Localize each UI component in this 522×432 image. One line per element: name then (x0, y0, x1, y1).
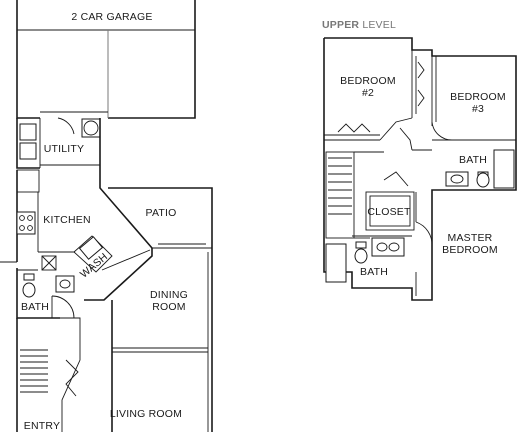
bedroom2-label-line2: #2 (362, 87, 374, 99)
bath-sink-icon (55, 275, 75, 293)
master-toilet-icon (354, 248, 368, 264)
dining-label-line1: DINING (150, 289, 188, 301)
lower-level-plan (0, 0, 213, 432)
bedroom3-walls (431, 56, 516, 141)
lower-stairs (0, 261, 81, 432)
stove-icon (16, 211, 36, 235)
upper-level-title: UPPER LEVEL (322, 19, 396, 31)
master-bath (325, 235, 412, 283)
master-bath-label: BATH (360, 266, 388, 278)
bedroom3-label-line1: BEDROOM (450, 91, 506, 103)
bath-label: BATH (21, 301, 49, 313)
double-vanity-icon (371, 237, 405, 257)
upper-bath-walls (445, 149, 515, 189)
upper-level-title-bold: UPPER (322, 19, 359, 31)
bedroom2-label-line1: BEDROOM (340, 75, 396, 87)
upper-stairs (325, 151, 384, 239)
utility-door-swing (57, 117, 75, 135)
upper-level-title-light: LEVEL (362, 19, 396, 31)
refrigerator-icon (41, 255, 57, 271)
kitchen-label: KITCHEN (43, 214, 91, 226)
utility-walls (16, 117, 101, 169)
upper-bath-label: BATH (459, 154, 487, 166)
toilet-icon (22, 282, 36, 298)
bedroom3-label-line2: #3 (472, 103, 484, 115)
living-room-label: LIVING ROOM (110, 408, 182, 420)
garage-label: 2 CAR GARAGE (71, 11, 152, 23)
master-bathtub-icon (325, 243, 347, 283)
kitchen-island (73, 235, 113, 273)
washer-dryer-label: WASH (78, 251, 110, 281)
upper-hall (379, 117, 432, 187)
closet-label: CLOSET (367, 206, 411, 218)
toilet-tank-icon (23, 273, 35, 281)
upper-level-plan (323, 37, 517, 301)
master-toilet-tank-icon (355, 241, 367, 249)
water-heater-icon (83, 120, 99, 136)
bathtub-icon (493, 149, 515, 189)
entry-label: ENTRY (24, 420, 60, 432)
patio-label: PATIO (146, 207, 177, 219)
kitchen-walls (16, 169, 113, 273)
sink-icon (78, 236, 104, 260)
upper-toilet-icon (476, 172, 490, 188)
bath-vanity-icon (445, 171, 469, 187)
master-walls (415, 190, 433, 300)
washer-icon (19, 123, 37, 141)
diagonal-walls (84, 165, 153, 301)
dining-label-line2: ROOM (152, 301, 185, 313)
bedroom2-walls (324, 50, 425, 141)
dining-living-walls (111, 248, 213, 432)
dryer-icon (19, 142, 37, 160)
master-label-line2: BEDROOM (442, 244, 498, 256)
master-label-line1: MASTER (448, 232, 493, 244)
patio-outline (108, 187, 213, 249)
utility-label: UTILITY (44, 143, 85, 155)
closet-walls (365, 191, 415, 231)
